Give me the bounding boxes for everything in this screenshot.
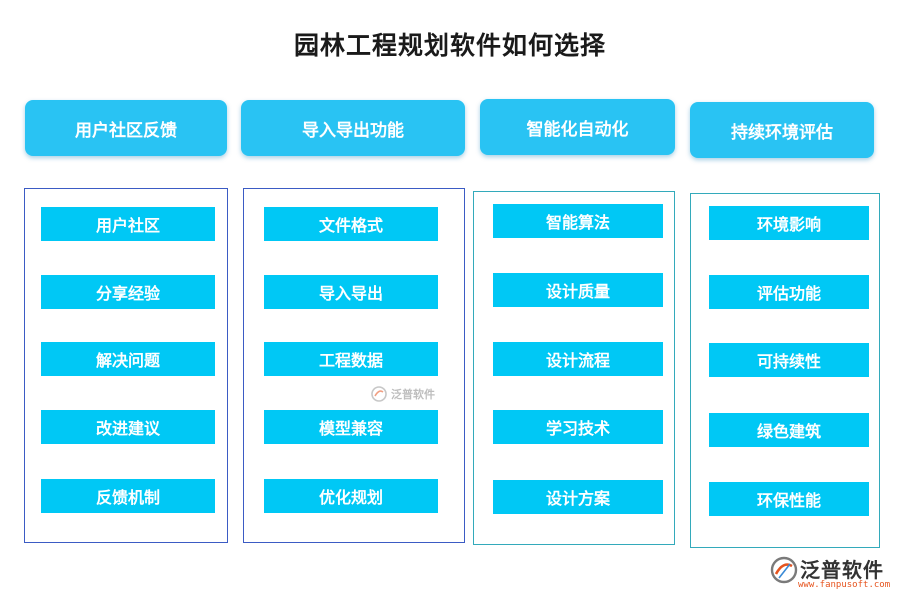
column-header-3-label: 智能化自动化 bbox=[526, 119, 629, 140]
column-4-item-4: 绿色建筑 bbox=[709, 413, 869, 447]
column-3-item-1: 智能算法 bbox=[493, 204, 663, 238]
brand-watermark: 泛普软件 www.fanpusoft.com bbox=[770, 554, 894, 594]
brand-name: 泛普软件 bbox=[800, 558, 884, 582]
column-header-1: 用户社区反馈 bbox=[25, 100, 227, 156]
column-4-item-1: 环境影响 bbox=[709, 206, 869, 240]
column-4-item-2: 评估功能 bbox=[709, 275, 869, 309]
column-header-2-label: 导入导出功能 bbox=[302, 120, 404, 141]
column-header-3: 智能化自动化 bbox=[480, 99, 675, 155]
column-4-item-3: 可持续性 bbox=[709, 343, 869, 377]
column-3-item-2: 设计质量 bbox=[493, 273, 663, 307]
column-1-item-5: 反馈机制 bbox=[41, 479, 215, 513]
column-2-item-2: 导入导出 bbox=[264, 275, 438, 309]
column-3-item-3: 设计流程 bbox=[493, 342, 663, 376]
diagram-title: 园林工程规划软件如何选择 bbox=[293, 31, 606, 60]
center-watermark-text: 泛普软件 bbox=[391, 388, 435, 401]
fanpu-brand-logo-icon bbox=[770, 556, 798, 584]
column-3-item-5: 设计方案 bbox=[493, 480, 663, 514]
column-1-item-1: 用户社区 bbox=[41, 207, 215, 241]
fanpu-logo-icon bbox=[371, 386, 387, 402]
column-2-item-1: 文件格式 bbox=[264, 207, 438, 241]
brand-url: www.fanpusoft.com bbox=[798, 580, 891, 590]
column-2-item-4: 模型兼容 bbox=[264, 410, 438, 444]
column-2-item-3: 工程数据 bbox=[264, 342, 438, 376]
column-header-2: 导入导出功能 bbox=[241, 100, 465, 156]
column-header-4: 持续环境评估 bbox=[690, 102, 874, 158]
column-4-item-5: 环保性能 bbox=[709, 482, 869, 516]
column-1-item-4: 改进建议 bbox=[41, 410, 215, 444]
column-header-1-label: 用户社区反馈 bbox=[75, 120, 177, 141]
column-2-item-5: 优化规划 bbox=[264, 479, 438, 513]
column-1-item-2: 分享经验 bbox=[41, 275, 215, 309]
column-3-item-4: 学习技术 bbox=[493, 410, 663, 444]
center-watermark: 泛普软件 bbox=[371, 386, 435, 402]
column-1-item-3: 解决问题 bbox=[41, 342, 215, 376]
column-header-4-label: 持续环境评估 bbox=[731, 122, 833, 143]
